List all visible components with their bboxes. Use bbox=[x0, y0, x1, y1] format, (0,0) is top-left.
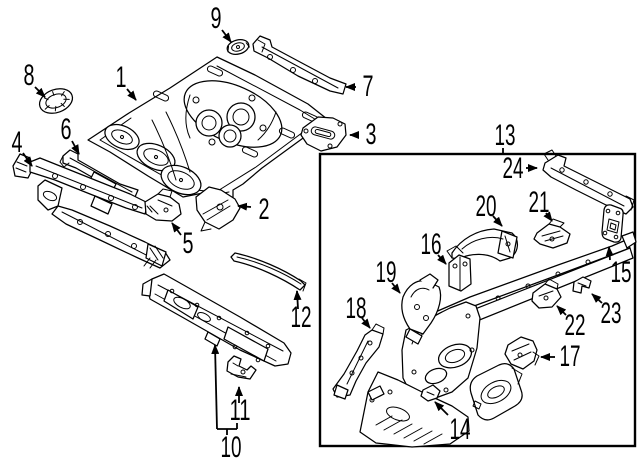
callout-3[interactable]: 3 bbox=[349, 118, 377, 151]
callout-22-arrow bbox=[556, 305, 567, 316]
callout-15-label[interactable]: 15 bbox=[611, 256, 632, 289]
callout-4-arrow bbox=[22, 152, 33, 167]
callout-7[interactable]: 7 bbox=[345, 70, 374, 103]
callout-18-arrow bbox=[361, 317, 371, 329]
callout-9[interactable]: 9 bbox=[211, 2, 232, 43]
callout-20-arrow bbox=[492, 215, 503, 227]
callout-20-label[interactable]: 20 bbox=[476, 190, 497, 223]
callout-12-arrow bbox=[293, 290, 302, 310]
callout-3-label[interactable]: 3 bbox=[366, 118, 377, 151]
group-box-13 bbox=[318, 152, 637, 448]
callout-11-label[interactable]: 11 bbox=[230, 394, 251, 427]
callout-14-arrow bbox=[434, 401, 449, 416]
part-side-bracket-18 bbox=[332, 323, 385, 400]
callout-11[interactable]: 11 bbox=[230, 386, 251, 427]
callout-9-label[interactable]: 9 bbox=[211, 2, 222, 35]
callout-9-arrow bbox=[221, 29, 232, 43]
callout-22-label[interactable]: 22 bbox=[565, 309, 586, 342]
part-bracket-16 bbox=[446, 245, 472, 292]
callout-18-label[interactable]: 18 bbox=[346, 292, 367, 325]
callout-10[interactable]: 10 bbox=[211, 344, 242, 464]
callout-5-arrow bbox=[171, 222, 182, 236]
callout-16-arrow bbox=[437, 254, 447, 265]
part-bracket-small bbox=[144, 188, 182, 222]
callout-1-label[interactable]: 1 bbox=[116, 61, 127, 94]
callout-21-arrow bbox=[543, 211, 553, 222]
callout-2-label[interactable]: 2 bbox=[259, 193, 270, 226]
part-end-plate-15 bbox=[601, 204, 624, 243]
callout-23[interactable]: 23 bbox=[591, 293, 622, 330]
callout-2-arrow bbox=[237, 202, 252, 211]
callout-2[interactable]: 2 bbox=[237, 193, 270, 226]
callout-24[interactable]: 24 bbox=[503, 152, 538, 185]
part-clip-14 bbox=[420, 384, 441, 402]
part-rounded-extension bbox=[469, 363, 523, 421]
callout-16-label[interactable]: 16 bbox=[421, 228, 442, 261]
part-bracket-17 bbox=[504, 336, 540, 370]
callout-21[interactable]: 21 bbox=[529, 186, 553, 222]
part-grommet bbox=[38, 88, 74, 114]
callout-14-label[interactable]: 14 bbox=[450, 413, 471, 446]
callout-16[interactable]: 16 bbox=[421, 228, 447, 265]
callout-22[interactable]: 22 bbox=[556, 305, 586, 342]
part-curved-reinforcement bbox=[230, 252, 307, 292]
callout-5-label[interactable]: 5 bbox=[183, 227, 194, 260]
part-plug-small bbox=[226, 39, 250, 55]
callout-19[interactable]: 19 bbox=[376, 256, 401, 294]
callout-12[interactable]: 12 bbox=[291, 290, 312, 334]
callout-23-arrow bbox=[591, 293, 603, 304]
callout-24-label[interactable]: 24 bbox=[503, 152, 524, 185]
callout-6-label[interactable]: 6 bbox=[61, 113, 72, 146]
callout-7-label[interactable]: 7 bbox=[363, 70, 374, 103]
callout-15-arrow bbox=[605, 246, 614, 261]
callout-19-label[interactable]: 19 bbox=[376, 256, 397, 289]
part-bracket-22 bbox=[531, 278, 562, 309]
callout-10-label[interactable]: 10 bbox=[221, 431, 242, 464]
callout-23-label[interactable]: 23 bbox=[601, 297, 622, 330]
part-crossmember-assembly bbox=[12, 153, 171, 269]
callout-21-label[interactable]: 21 bbox=[529, 186, 550, 219]
part-sill-rail bbox=[141, 273, 292, 367]
callout-10-arrow bbox=[211, 344, 220, 430]
callout-4[interactable]: 4 bbox=[12, 126, 33, 167]
part-bracket-plate bbox=[300, 116, 347, 152]
part-bracket-21 bbox=[533, 218, 571, 249]
callout-17[interactable]: 17 bbox=[540, 340, 581, 373]
callout-19-arrow bbox=[391, 282, 401, 294]
callout-15[interactable]: 15 bbox=[605, 246, 632, 289]
callout-17-label[interactable]: 17 bbox=[560, 340, 581, 373]
callout-10-bracket bbox=[217, 423, 238, 435]
callout-4-label[interactable]: 4 bbox=[12, 126, 23, 159]
callout-18[interactable]: 18 bbox=[346, 292, 371, 329]
part-clip-bracket bbox=[226, 355, 257, 380]
callout-14[interactable]: 14 bbox=[434, 401, 471, 446]
callout-8-label[interactable]: 8 bbox=[24, 59, 35, 92]
callout-6[interactable]: 6 bbox=[61, 113, 80, 155]
part-clip-23 bbox=[572, 276, 592, 294]
part-gusset-20 bbox=[451, 228, 518, 262]
callout-8[interactable]: 8 bbox=[24, 59, 46, 98]
part-support-bracket-24 bbox=[542, 149, 635, 215]
callout-13-label[interactable]: 13 bbox=[495, 119, 516, 152]
part-corner-bracket bbox=[195, 186, 241, 232]
callout-12-label[interactable]: 12 bbox=[291, 301, 312, 334]
callout-8-arrow bbox=[34, 86, 46, 98]
callout-1[interactable]: 1 bbox=[116, 61, 137, 101]
callout-1-arrow bbox=[126, 88, 137, 101]
callout-20[interactable]: 20 bbox=[476, 190, 503, 227]
callout-5[interactable]: 5 bbox=[171, 222, 194, 260]
callout-6-arrow bbox=[71, 140, 80, 155]
part-floor-pan bbox=[87, 56, 328, 204]
callout-13[interactable]: 13 bbox=[495, 119, 516, 155]
part-gusset-19 bbox=[401, 273, 442, 345]
